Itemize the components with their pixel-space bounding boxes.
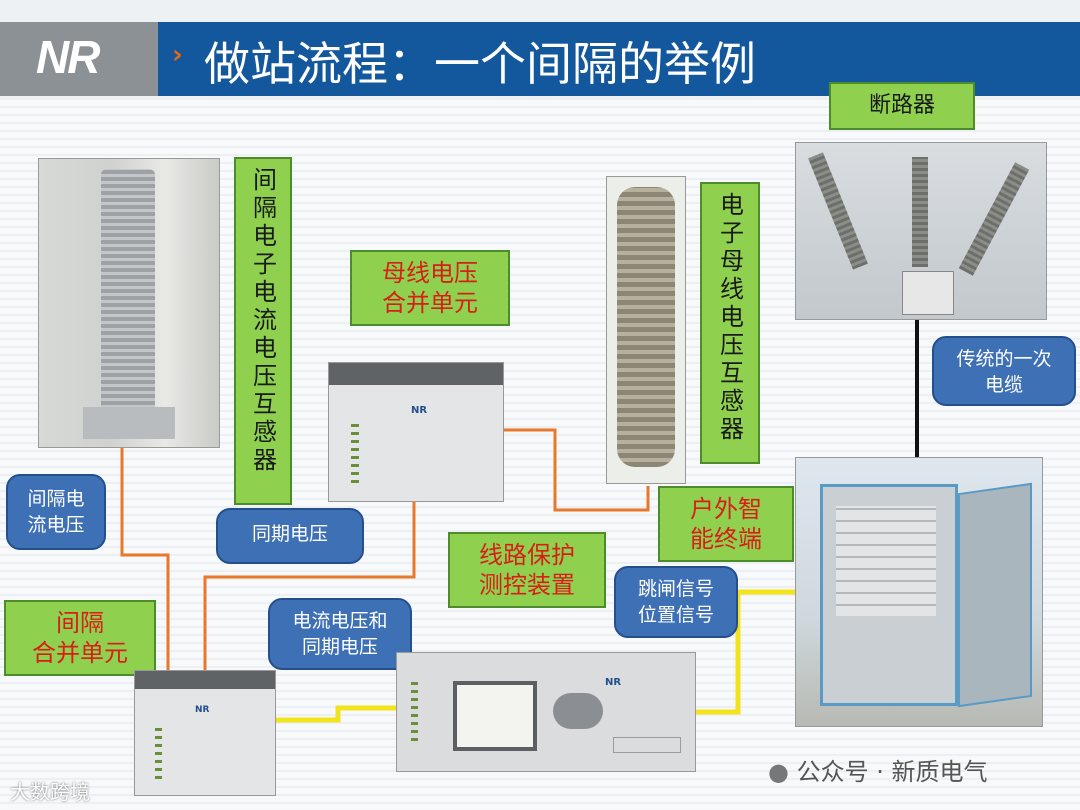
breaker-mechanism [902, 271, 954, 315]
bus-evt-photo [606, 176, 686, 484]
outdoor-cabinet-photo [795, 457, 1043, 727]
bay-mu-label: 间隔 合并单元 [4, 600, 156, 676]
trip-position-line1: 跳闸信号 [616, 576, 736, 602]
wire-bay-mu-to-protection [272, 708, 398, 720]
watermark-left: 大数跨境 [10, 776, 90, 805]
protection-led-column [411, 681, 418, 741]
breaker-pole-1 [808, 152, 868, 269]
protection-keypad [553, 693, 603, 729]
protection-slot [613, 737, 681, 753]
led-column [351, 423, 359, 483]
device-top [329, 363, 503, 385]
bus-evt-label: 电子母线电压互感器 [700, 182, 760, 464]
trip-position-callout: 跳闸信号 位置信号 [614, 566, 738, 638]
bay-ect-label: 间隔电子电流电压互感器 [234, 157, 292, 505]
bay-mu-label-line1: 间隔 [6, 608, 154, 638]
protection-device-photo: NR [396, 652, 696, 772]
bay-mu-device-top [135, 671, 275, 689]
trip-position-line2: 位置信号 [616, 602, 736, 628]
current-voltage-sync-line2: 同期电压 [270, 634, 410, 660]
watermark-left-text: 大数跨境 [10, 780, 90, 804]
protection-screen [453, 681, 537, 751]
watermark-right-text: 公众号 · 新质电气 [797, 758, 988, 786]
breaker-pole-3 [959, 162, 1029, 275]
outdoor-terminal-line1: 户外智 [660, 494, 792, 524]
current-voltage-sync-callout: 电流电压和 同期电压 [268, 598, 412, 670]
bus-evt-label-text: 电子母线电压互感器 [713, 192, 748, 444]
line-protection-line1: 线路保护 [450, 540, 604, 570]
breaker-label-text: 断路器 [869, 93, 935, 118]
sync-voltage-text: 同期电压 [252, 523, 328, 545]
outdoor-terminal-label: 户外智 能终端 [658, 486, 794, 562]
bus-mu-device-photo: NR [328, 362, 504, 502]
bay-mu-device-logo: NR [195, 705, 209, 715]
bay-current-voltage-line1: 间隔电 [8, 486, 104, 512]
wechat-icon: ● [768, 758, 789, 786]
line-protection-line2: 测控装置 [450, 570, 604, 600]
breaker-photo [795, 142, 1047, 320]
line-protection-label: 线路保护 测控装置 [448, 532, 606, 608]
cabinet-panel [836, 506, 936, 616]
traditional-cable-line2: 电缆 [934, 372, 1074, 398]
bay-current-voltage-line2: 流电压 [8, 512, 104, 538]
outdoor-terminal-line2: 能终端 [660, 524, 792, 554]
traditional-cable-callout: 传统的一次 电缆 [932, 336, 1076, 406]
protection-logo: NR [605, 677, 621, 688]
insulator-column [101, 169, 155, 419]
bay-ect-label-text: 间隔电子电流电压互感器 [246, 167, 281, 475]
bus-mu-label-line1: 母线电压 [352, 258, 508, 288]
insulator-base [83, 407, 175, 439]
bay-mu-led-column [155, 723, 162, 779]
current-voltage-sync-line1: 电流电压和 [270, 608, 410, 634]
ect-photo [38, 158, 220, 448]
cabinet-door [958, 483, 1032, 707]
bus-mu-label-line2: 合并单元 [352, 288, 508, 318]
watermark-right: ● 公众号 · 新质电气 [768, 752, 987, 787]
traditional-cable-line1: 传统的一次 [934, 346, 1074, 372]
evt-insulator [617, 187, 675, 467]
bus-mu-label: 母线电压 合并单元 [350, 250, 510, 326]
breaker-label: 断路器 [829, 82, 975, 130]
bay-mu-label-line2: 合并单元 [6, 638, 154, 668]
breaker-pole-2 [912, 157, 928, 267]
bay-current-voltage-callout: 间隔电 流电压 [6, 474, 106, 550]
bay-mu-device-photo: NR [134, 670, 276, 796]
sync-voltage-callout: 同期电压 [216, 508, 364, 564]
device-logo: NR [411, 405, 427, 416]
